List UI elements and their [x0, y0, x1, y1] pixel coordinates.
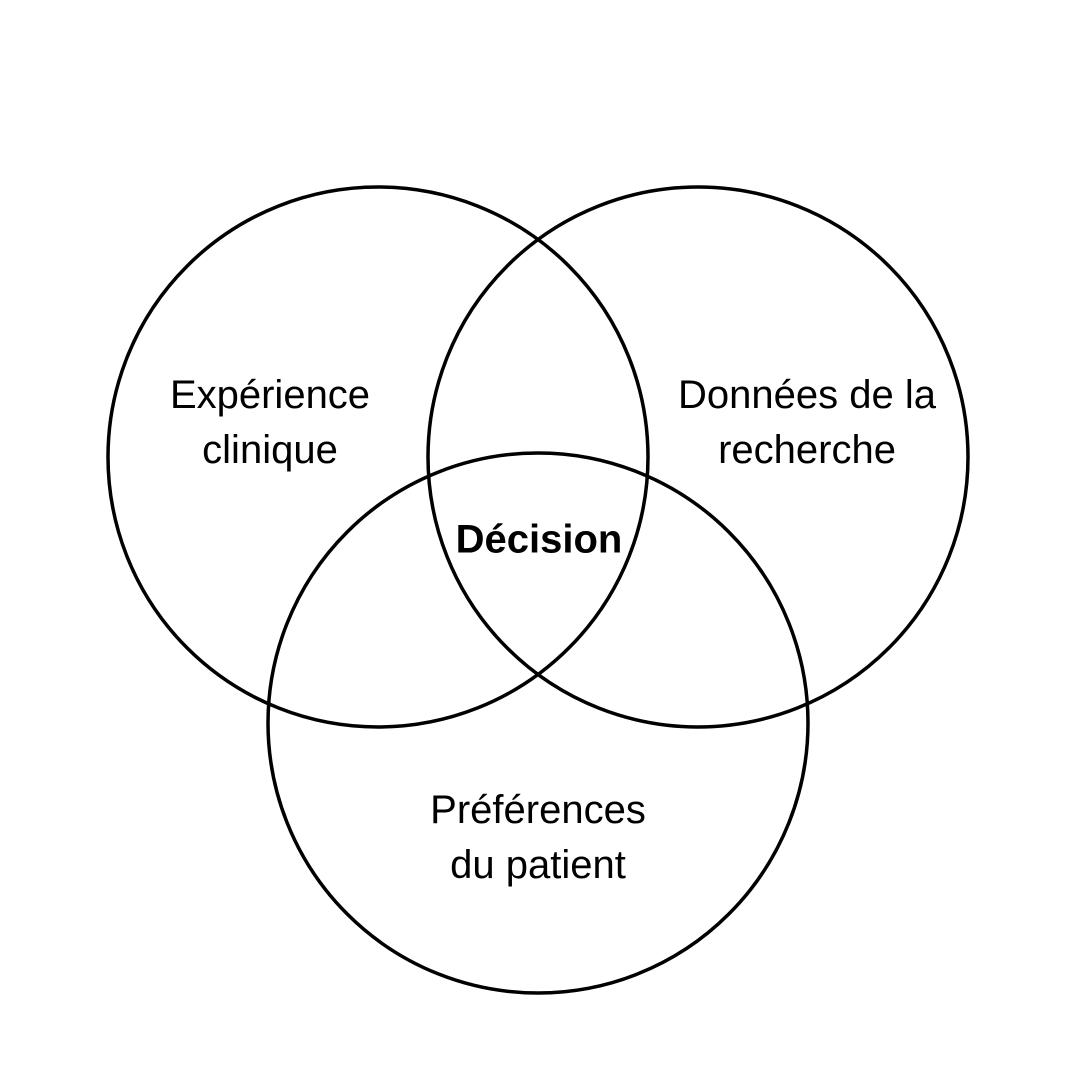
label-line: Préférences — [430, 788, 646, 832]
label-experience-clinique: Expérience clinique — [170, 368, 370, 478]
circle-experience-clinique — [106, 185, 650, 729]
circle-preferences-patient — [266, 451, 810, 995]
circle-donnees-recherche — [426, 185, 970, 729]
label-line: clinique — [202, 428, 338, 472]
label-line: Données de la — [678, 373, 936, 417]
label-decision: Décision — [455, 517, 623, 562]
label-line: Expérience — [169, 373, 371, 417]
label-preferences-patient: Préférences du patient — [430, 783, 646, 893]
label-line: du patient — [450, 843, 626, 887]
label-line: recherche — [718, 428, 896, 472]
label-donnees-recherche: Données de la recherche — [678, 368, 936, 478]
